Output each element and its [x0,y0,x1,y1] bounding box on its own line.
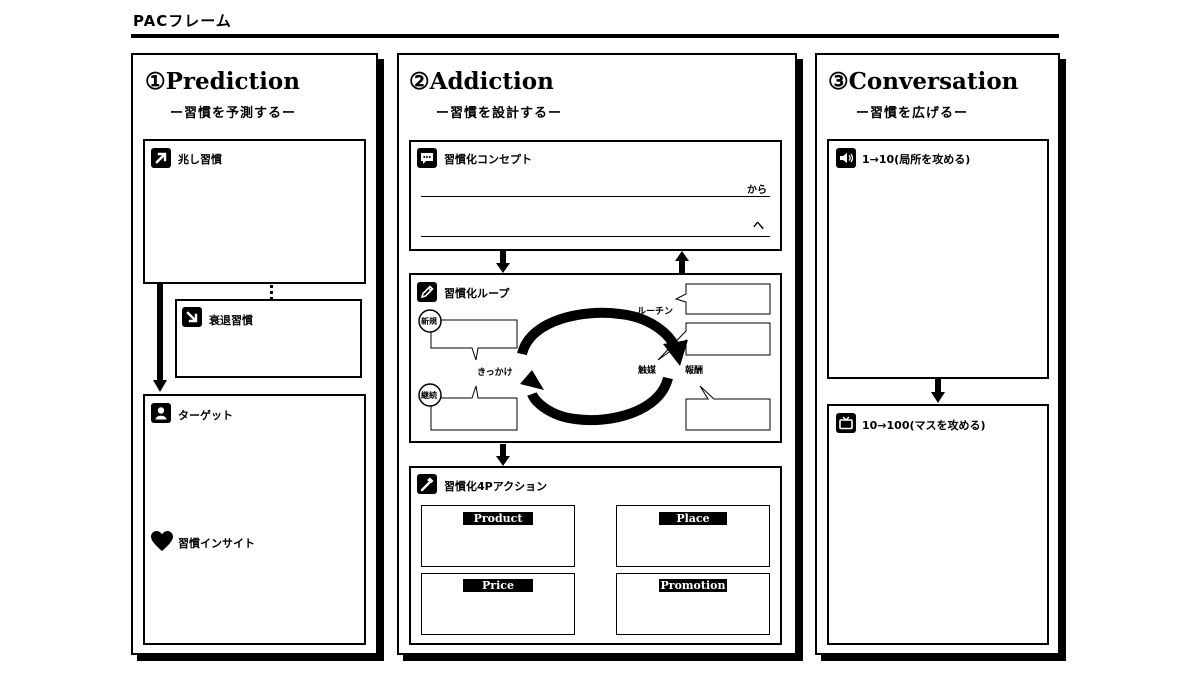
ten-to-hundred-box[interactable] [827,404,1049,645]
concept-to-text: へ [753,219,764,232]
loop-reward-label: 報酬 [685,366,704,376]
price-label: Price [463,579,533,592]
conversation-title: ③Conversation [828,68,1019,95]
promotion-label: Promotion [659,579,727,592]
target-box[interactable] [143,394,366,645]
loop-routine-label: ルーチン [637,307,674,317]
product-label: Product [463,512,533,525]
one-to-ten-box[interactable] [827,139,1049,379]
hammer-icon [417,474,437,494]
loop-trigger-label: きっかけ [477,368,513,378]
addiction-title: ②Addiction [409,68,554,95]
prediction-subtitle: ー習慣を予測するー [170,106,297,121]
concept-box[interactable] [409,140,782,251]
one-to-ten-label: 1→10(局所を攻める) [862,153,971,166]
habit-loop-label: 習慣化ループ [444,287,510,300]
arrow-up-right-icon [151,148,171,168]
signs-habit-box[interactable] [143,139,366,284]
loop-to-actions-arrow [496,444,510,466]
conversation-flow-arrow [931,379,945,403]
title-rule [131,34,1059,38]
loop-catalyst-label: 触媒 [638,366,657,376]
decline-habit-box[interactable] [175,299,362,378]
concept-to-line [421,236,770,237]
price-box[interactable] [421,573,575,635]
prediction-flow-arrow [153,284,167,392]
addiction-subtitle: ー習慣を設計するー [436,106,563,121]
habit-loop-cycle [418,283,771,431]
loop-new-label: 新規 [421,317,437,326]
prediction-title: ①Prediction [145,68,300,95]
ten-to-hundred-label: 10→100(マスを攻める) [862,419,986,432]
speaker-icon [836,148,856,168]
loop-to-concept-arrow [675,251,689,273]
pencil-icon [417,282,437,302]
speech-bubble-icon [417,148,437,168]
loop-continue-label: 継続 [421,391,437,400]
actions-label: 習慣化4Pアクション [444,480,548,493]
heart-icon [150,530,174,552]
arrow-down-right-icon [182,307,202,327]
concept-to-loop-arrow [496,251,510,273]
dotted-connector [270,285,273,300]
concept-from-line [421,196,770,197]
conversation-subtitle: ー習慣を広げるー [856,106,969,121]
page-title: PACフレーム [133,12,232,30]
concept-from-text: から [747,185,767,196]
concept-label: 習慣化コンセプト [444,153,532,166]
signs-habit-label: 兆し習慣 [178,153,222,166]
insight-label: 習慣インサイト [178,537,255,550]
person-icon [151,403,171,423]
target-label: ターゲット [178,409,233,422]
tv-icon [836,413,856,433]
place-label: Place [659,512,727,525]
decline-habit-label: 衰退習慣 [209,314,253,327]
